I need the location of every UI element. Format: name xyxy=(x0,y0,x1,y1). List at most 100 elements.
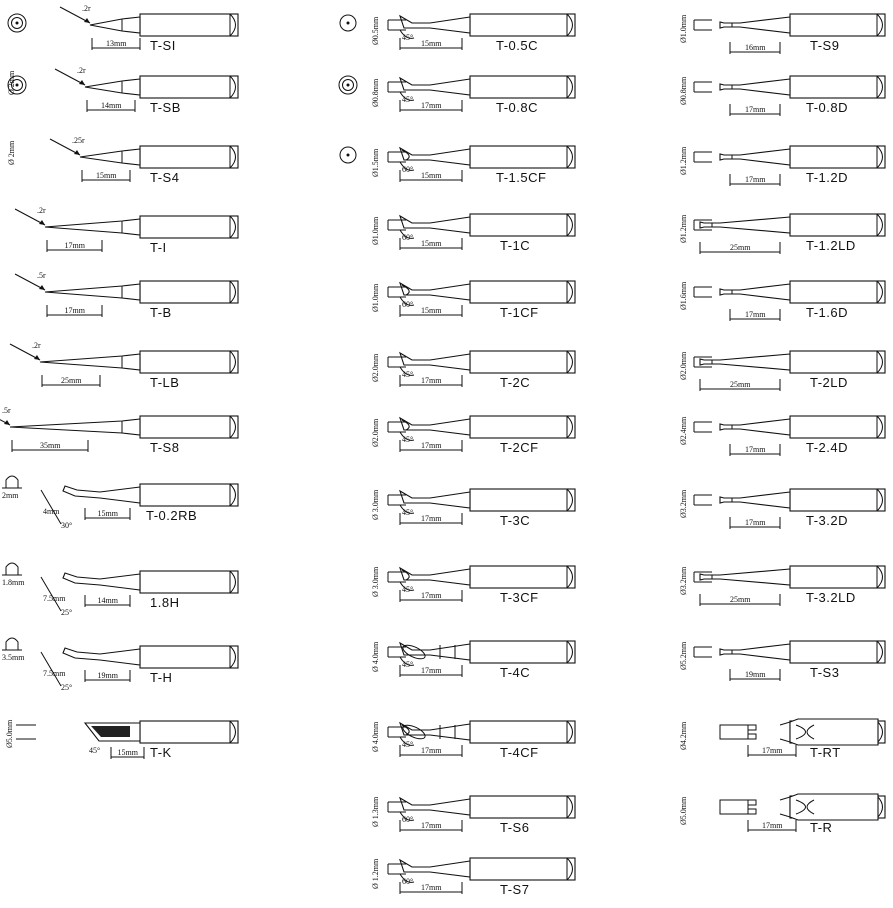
diameter-label: Ø 4.0mm xyxy=(371,721,380,752)
tip-model-label: T-1.5CF xyxy=(496,170,546,185)
angle-label: 25° xyxy=(61,683,72,692)
length-dimension: 25mm xyxy=(730,380,751,389)
diameter-label: Ø2.4mm xyxy=(679,416,688,445)
length-dimension: 15mm xyxy=(96,171,117,180)
tip-model-label: T-4CF xyxy=(500,745,539,760)
diameter-label: Ø3.2mm xyxy=(679,566,688,595)
length-dimension: 14mm xyxy=(101,101,122,110)
tip-radius-label: .2r xyxy=(37,206,46,215)
diameter-label: Ø1.0mm xyxy=(679,14,688,43)
diameter-label: Ø1.2mm xyxy=(679,146,688,175)
length-dimension: 19mm xyxy=(745,670,766,679)
diameter-label: Ø 1.3mm xyxy=(371,796,380,827)
bend-length-label: 7.5mm xyxy=(43,594,66,603)
length-dimension: 17mm xyxy=(745,445,766,454)
tip-model-label: T-S4 xyxy=(150,170,179,185)
tip-model-label: T-S9 xyxy=(810,38,839,53)
diameter-label: Ø5.0mm xyxy=(679,796,688,825)
tip-width-label: 1.8mm xyxy=(2,578,25,587)
length-dimension: 17mm xyxy=(65,306,86,315)
diameter-label: Ø1.6mm xyxy=(679,281,688,310)
length-dimension: 17mm xyxy=(762,746,783,755)
length-dimension: 14mm xyxy=(98,596,119,605)
tip-model-label: 1.8H xyxy=(150,595,179,610)
diameter-label: Ø2.0mm xyxy=(371,353,380,382)
tip-model-label: T-SB xyxy=(150,100,181,115)
tip-radius-label: .25r xyxy=(72,136,85,145)
diameter-label: Ø0.8mm xyxy=(679,76,688,105)
length-dimension: 17mm xyxy=(421,101,442,110)
diameter-label: Ø 3.0mm xyxy=(371,566,380,597)
tip-radius-label: .2r xyxy=(82,4,91,13)
tip-model-label: T-1.6D xyxy=(806,305,848,320)
length-dimension: 17mm xyxy=(421,883,442,892)
diameter-label: Ø 4.0mm xyxy=(371,641,380,672)
length-dimension: 19mm xyxy=(98,671,119,680)
diameter-label: Ø0.8mm xyxy=(371,78,380,107)
tip-model-label: T-I xyxy=(150,240,167,255)
length-dimension: 15mm xyxy=(421,39,442,48)
length-dimension: 15mm xyxy=(98,509,119,518)
tip-model-label: T-H xyxy=(150,670,172,685)
tip-model-label: T-S3 xyxy=(810,665,839,680)
length-dimension: 17mm xyxy=(421,746,442,755)
angle-label: 45° xyxy=(89,746,100,755)
length-dimension: 17mm xyxy=(65,241,86,250)
diameter-label: Ø2.0mm xyxy=(371,418,380,447)
tip-model-label: T-1CF xyxy=(500,305,539,320)
diameter-label: Ø1.2mm xyxy=(679,214,688,243)
tip-model-label: T-4C xyxy=(500,665,530,680)
tip-model-label: T-S8 xyxy=(150,440,179,455)
tip-model-label: T-3CF xyxy=(500,590,539,605)
tip-model-label: T-3.2D xyxy=(806,513,848,528)
tip-diagram-t-i: T-I .2r 17mm xyxy=(14,206,239,255)
tip-model-label: T-3.2LD xyxy=(806,590,856,605)
length-dimension: 17mm xyxy=(745,105,766,114)
tip-model-label: T-S7 xyxy=(500,882,529,897)
bend-length-label: 4mm xyxy=(43,507,60,516)
tip-model-label: T-R xyxy=(810,820,832,835)
tip-model-label: T-S6 xyxy=(500,820,529,835)
diameter-label: Ø3.2mm xyxy=(679,489,688,518)
angle-label: 25° xyxy=(61,608,72,617)
diameter-label: Ø1.5mm xyxy=(371,148,380,177)
tip-diagram-t-3-2ld: T-3.2LD 25mm Ø3.2mm xyxy=(679,565,886,606)
length-dimension: 17mm xyxy=(421,666,442,675)
tip-model-label: T-1.2D xyxy=(806,170,848,185)
tip-model-label: T-K xyxy=(150,745,172,760)
tip-model-label: T-2C xyxy=(500,375,530,390)
length-dimension: 25mm xyxy=(730,595,751,604)
length-dimension: 15mm xyxy=(421,239,442,248)
diameter-label: Ø1.0mm xyxy=(371,283,380,312)
length-dimension: 15mm xyxy=(421,306,442,315)
tip-width-label: 3.5mm xyxy=(2,653,25,662)
length-dimension: 17mm xyxy=(421,441,442,450)
length-dimension: 17mm xyxy=(421,514,442,523)
tip-model-label: T-RT xyxy=(810,745,841,760)
